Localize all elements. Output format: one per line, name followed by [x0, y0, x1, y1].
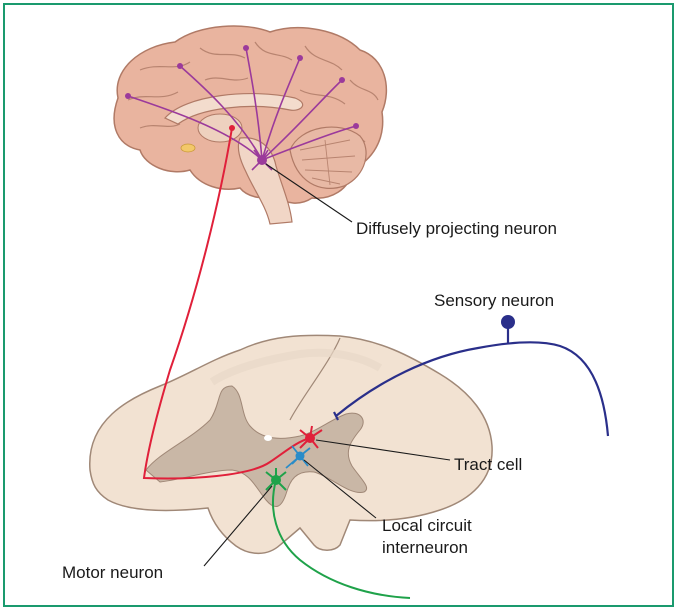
- diffuse-soma: [257, 155, 267, 165]
- tract-axon-terminal: [229, 125, 235, 131]
- label-local-circuit: Local circuit: [382, 516, 472, 535]
- label-diffusely-projecting-neuron: Diffusely projecting neuron: [356, 219, 557, 238]
- motor-soma: [271, 475, 281, 485]
- tract-soma: [305, 433, 315, 443]
- interneuron-soma: [296, 452, 305, 461]
- label-sensory-neuron: Sensory neuron: [434, 291, 554, 310]
- sensory-soma: [501, 315, 515, 329]
- label-tract-cell: Tract cell: [454, 455, 522, 474]
- optic-chiasm: [181, 144, 195, 152]
- label-interneuron: interneuron: [382, 538, 468, 557]
- label-motor-neuron: Motor neuron: [62, 563, 163, 582]
- central-canal: [264, 435, 272, 441]
- thalamus: [198, 114, 242, 142]
